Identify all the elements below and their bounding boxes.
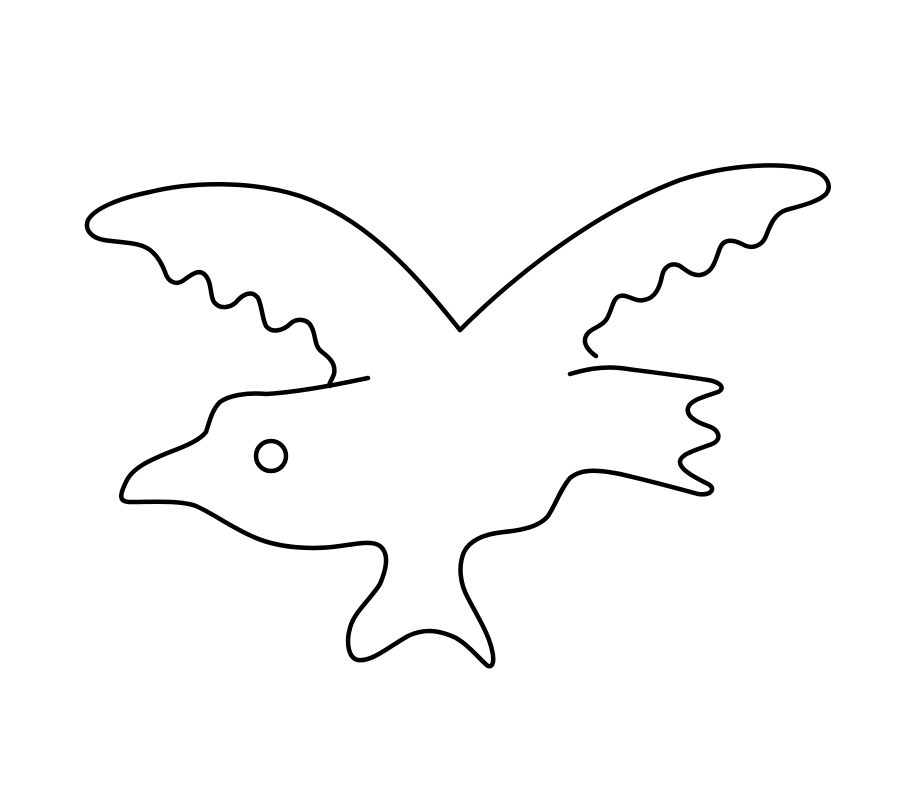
left-wing-outline	[84, 181, 463, 389]
body-outline	[119, 365, 724, 669]
right-wing-outline	[457, 163, 831, 359]
bird-eye	[253, 438, 289, 474]
